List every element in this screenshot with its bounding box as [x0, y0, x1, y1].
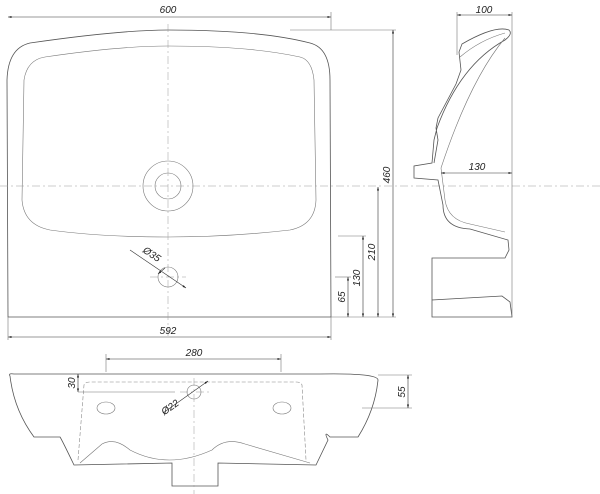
fixing-hole-left	[96, 401, 116, 415]
fixing-hole-right	[272, 401, 292, 415]
front-view: Ø22 280 30 55	[9, 348, 412, 494]
overflow-label: Ø22	[159, 398, 182, 419]
basin-bowl	[21, 45, 317, 238]
side-profile	[413, 28, 513, 318]
tap-height-label: 130	[352, 269, 363, 286]
rim-depth-label: 100	[476, 5, 493, 16]
tap-hole-label: Ø35	[140, 245, 163, 265]
base-width-label: 592	[160, 326, 177, 337]
tap-offset-label: 65	[337, 291, 348, 303]
top-view: Ø35 600 592 460 210 130 65	[0, 5, 600, 340]
basin-outline	[6, 29, 332, 318]
bowl-depth-label: 130	[469, 162, 486, 173]
rim-offset-label: 30	[67, 377, 78, 389]
fixing-height-label: 55	[397, 386, 408, 398]
drain-height-label: 210	[367, 243, 378, 261]
side-view: 100 130	[413, 5, 513, 318]
fixing-span-label: 280	[185, 348, 203, 359]
front-outline	[9, 373, 379, 487]
depth-label: 460	[382, 166, 393, 183]
width-label: 600	[160, 5, 177, 16]
